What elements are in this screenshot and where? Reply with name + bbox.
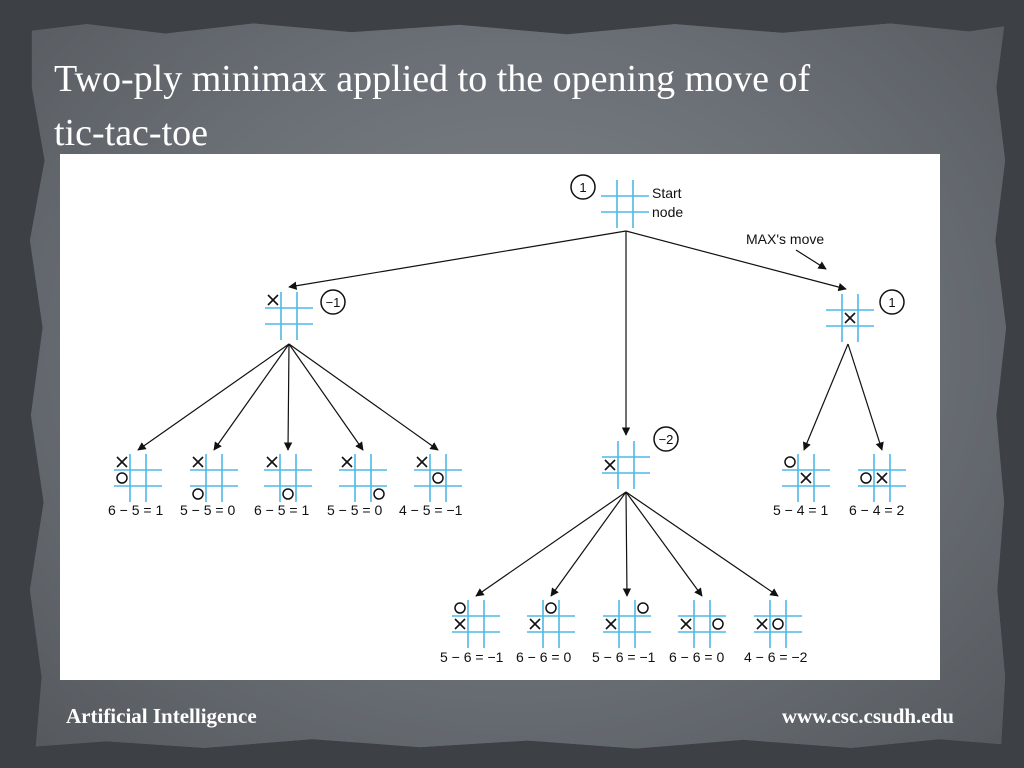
node-1-value-circle [320,289,346,315]
board-mid-child-1 [452,600,500,648]
x-mark [267,294,279,306]
o-mark [116,472,128,484]
board-right-child-2 [858,454,906,502]
o-mark [454,602,466,614]
node-3-value-circle [879,289,905,315]
title-line-1: Two-ply minimax applied to the opening m… [54,58,811,100]
board-right-child-1 [782,454,830,502]
x-mark [756,618,768,630]
x-mark [192,456,204,468]
x-mark [604,459,616,471]
middle-leaf-labels: 5 − 6 = −1 6 − 6 = 0 5 − 6 = −1 6 − 6 = … [440,649,808,665]
footer-website: www.csc.csudh.edu [781,704,954,728]
x-mark [341,456,353,468]
leaf-label: 6 − 5 = 1 [108,502,163,518]
x-mark [454,618,466,630]
leaf-label: 6 − 5 = 1 [254,502,309,518]
node-3-value-text: 1 [888,295,895,310]
tree-edge [283,343,293,451]
tree-edge [625,491,779,597]
title-line-2: tic-tac-toe [54,112,209,154]
board-mid-child-4 [678,600,726,648]
o-mark [432,472,444,484]
root-value-circle [570,174,596,200]
board-left-child-4 [339,454,387,502]
tree-edge [213,343,290,451]
board-edge-x [602,441,650,489]
tree-edge [625,230,847,292]
node-3-value: 1 [879,289,905,315]
board-left-child-3 [264,454,312,502]
o-mark [192,488,204,500]
tree-edge [625,491,703,597]
leaf-label: 5 − 5 = 0 [327,502,382,518]
node-1-value-text: −1 [326,295,341,310]
minimax-diagram-panel: 1 Start node MAX's move −1 −2 1 6 − 5 = … [60,154,940,680]
o-mark [545,602,557,614]
x-mark [800,472,812,484]
tree-edge [288,230,627,290]
minimax-tree: 1 Start node MAX's move −1 −2 1 6 − 5 = … [108,174,906,665]
x-mark [605,618,617,630]
o-mark [784,456,796,468]
tree-edge [137,343,290,451]
leaf-label: 4 − 5 = −1 [399,502,463,518]
root-board [601,180,649,228]
leaf-label: 6 − 6 = 0 [516,649,571,665]
slide-title: Two-ply minimax applied to the opening m… [54,52,984,160]
board-center-x [826,294,874,342]
max-move-arrow [795,249,827,270]
right-leaf-labels: 5 − 4 = 1 6 − 4 = 2 [773,502,904,518]
footer-course-title: Artificial Intelligence [66,704,257,728]
leaf-label: 6 − 4 = 2 [849,502,904,518]
board-mid-child-3 [603,600,651,648]
o-mark [712,618,724,630]
x-mark [116,456,128,468]
o-mark [282,488,294,500]
board-left-child-1 [114,454,162,502]
leaf-label: 5 − 6 = −1 [592,649,656,665]
tree-edges [137,230,884,597]
tree-edge [622,491,632,597]
leaf-label: 5 − 5 = 0 [180,502,235,518]
tree-boards [114,180,906,648]
x-mark [680,618,692,630]
tree-edge [475,491,627,597]
x-mark [844,312,856,324]
tree-edge [288,343,439,451]
o-mark [772,618,784,630]
node-2-value-text: −2 [659,432,674,447]
x-mark [876,472,888,484]
tree-edge [288,343,364,451]
board-left-child-5 [414,454,462,502]
tree-edge [550,491,627,597]
x-mark [529,618,541,630]
max-move-label: MAX's move [746,231,824,247]
o-mark [637,602,649,614]
x-mark [416,456,428,468]
board-mid-child-2 [527,600,575,648]
node-1-value: −1 [320,289,346,315]
root-value: 1 [579,180,586,195]
left-leaf-labels: 6 − 5 = 1 5 − 5 = 0 6 − 5 = 1 5 − 5 = 0 … [108,502,463,518]
leaf-label: 4 − 6 = −2 [744,649,808,665]
board-corner-x [265,292,313,340]
root-node: 1 Start node [570,174,683,220]
root-label-node: node [652,204,683,220]
leaf-label: 6 − 6 = 0 [669,649,724,665]
tree-edge [847,343,884,451]
root-label-start: Start [652,185,682,201]
x-mark [266,456,278,468]
node-2-value: −2 [653,426,679,452]
tree-edge [803,343,849,451]
leaf-label: 5 − 6 = −1 [440,649,504,665]
node-2-value-circle [653,426,679,452]
leaf-label: 5 − 4 = 1 [773,502,828,518]
o-mark [373,488,385,500]
o-mark [860,472,872,484]
board-left-child-2 [190,454,238,502]
board-mid-child-5 [754,600,802,648]
